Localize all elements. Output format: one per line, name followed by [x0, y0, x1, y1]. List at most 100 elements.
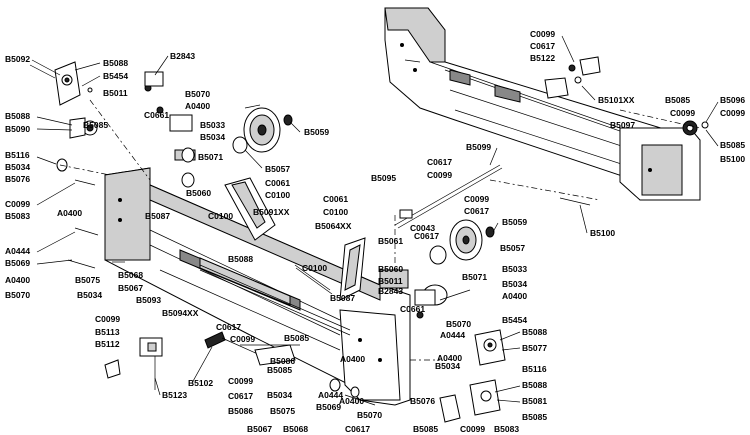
pulley-b5059-left: [243, 104, 293, 153]
label: B5060: [378, 264, 403, 274]
label: B5071: [462, 272, 487, 282]
label: B5034: [200, 132, 225, 142]
label: C0617: [228, 391, 253, 401]
label: B5092: [5, 54, 30, 64]
label: B5067: [247, 424, 272, 434]
box-b5112: [104, 337, 163, 390]
rod-b5100: [489, 179, 601, 206]
label: B5076: [410, 396, 435, 406]
label: B5076: [5, 174, 30, 184]
pulley-b5085-left: [69, 117, 98, 139]
callout-labels: B5092 B5088 B5454 B2843 B5011 B5070 A040…: [5, 29, 745, 434]
label: B5033: [200, 120, 225, 130]
label: B5094XX: [162, 308, 199, 318]
label: C0099: [460, 424, 485, 434]
label: B5059: [502, 217, 527, 227]
label: C0099: [530, 29, 555, 39]
label: B5112: [95, 339, 120, 349]
label: B5116: [522, 364, 547, 374]
label: B5085: [83, 120, 108, 130]
label: B5087: [330, 293, 355, 303]
label: A0444: [5, 246, 30, 256]
label: B5088: [5, 111, 30, 121]
label: C0099: [427, 170, 452, 180]
cover-b5064xx: [339, 237, 366, 301]
label: B5122: [530, 53, 555, 63]
label: B5059: [304, 127, 329, 137]
bracket-b5092: [29, 61, 93, 106]
label: B5070: [5, 290, 30, 300]
label: C0661: [400, 304, 425, 314]
leader-lines: [31, 35, 719, 403]
label: A0400: [57, 208, 82, 218]
rod-b5099: [394, 164, 503, 265]
label: C0100: [265, 190, 290, 200]
main-carriage: [104, 167, 411, 406]
belt-b5094xx: [199, 264, 351, 336]
label: B5100: [720, 154, 745, 164]
label: B5033: [502, 264, 527, 274]
label: B5068: [118, 270, 143, 280]
label: B5091XX: [253, 207, 290, 217]
label: B5034: [502, 279, 527, 289]
label: C0617: [414, 231, 439, 241]
label: B5123: [162, 390, 187, 400]
label: B5088: [522, 327, 547, 337]
label: C0099: [228, 376, 253, 386]
label: B5083: [494, 424, 519, 434]
label: B5064XX: [315, 221, 352, 231]
bracket-b5081: [469, 379, 501, 416]
bracket-b5122: [544, 56, 601, 99]
label: B5101XX: [598, 95, 635, 105]
label: C0100: [302, 263, 327, 273]
label: B5075: [270, 406, 295, 416]
label: B5034: [77, 290, 102, 300]
label: B5070: [185, 89, 210, 99]
label: C0099: [720, 108, 745, 118]
label: B5034: [5, 162, 30, 172]
label: B5077: [522, 343, 547, 353]
label: B5083: [5, 211, 30, 221]
label: B5095: [371, 173, 396, 183]
label: B5097: [610, 120, 635, 130]
label: B5071: [198, 152, 223, 162]
label: A0400: [437, 353, 462, 363]
label: B2843: [378, 286, 403, 296]
pulley-b5059-right: [449, 219, 495, 261]
label: A0444: [440, 330, 465, 340]
label: B5088: [228, 254, 253, 264]
label: B5454: [103, 71, 128, 81]
screws-bottom: [329, 359, 440, 406]
label: B5068: [283, 424, 308, 434]
label: B5081: [522, 396, 547, 406]
label: B5093: [136, 295, 161, 305]
motor-center: [379, 245, 471, 319]
label: C0099: [5, 199, 30, 209]
label: C0043: [410, 223, 435, 233]
label: B5085: [720, 140, 745, 150]
label: A0400: [502, 291, 527, 301]
label: B5085: [522, 412, 547, 422]
label: C0617: [216, 322, 241, 332]
label: C0617: [530, 41, 555, 51]
label: C0617: [427, 157, 452, 167]
label: B5102: [188, 378, 213, 388]
label: B5454: [502, 315, 527, 325]
label: B2843: [170, 51, 195, 61]
cover-b5091xx: [224, 177, 276, 241]
label: C0099: [464, 194, 489, 204]
label: C0617: [345, 424, 370, 434]
label: B5085: [267, 365, 292, 375]
bracket-b5077: [474, 329, 506, 366]
pulley-b5097: [619, 109, 709, 136]
label: A0400: [340, 354, 365, 364]
label: B5099: [466, 142, 491, 152]
label: C0061: [323, 194, 348, 204]
label: B5085: [284, 333, 309, 343]
label: C0100: [323, 207, 348, 217]
part-b5076: [439, 394, 461, 423]
label: A0400: [185, 101, 210, 111]
spring-b5102: [204, 331, 300, 366]
label: B5067: [118, 283, 143, 293]
